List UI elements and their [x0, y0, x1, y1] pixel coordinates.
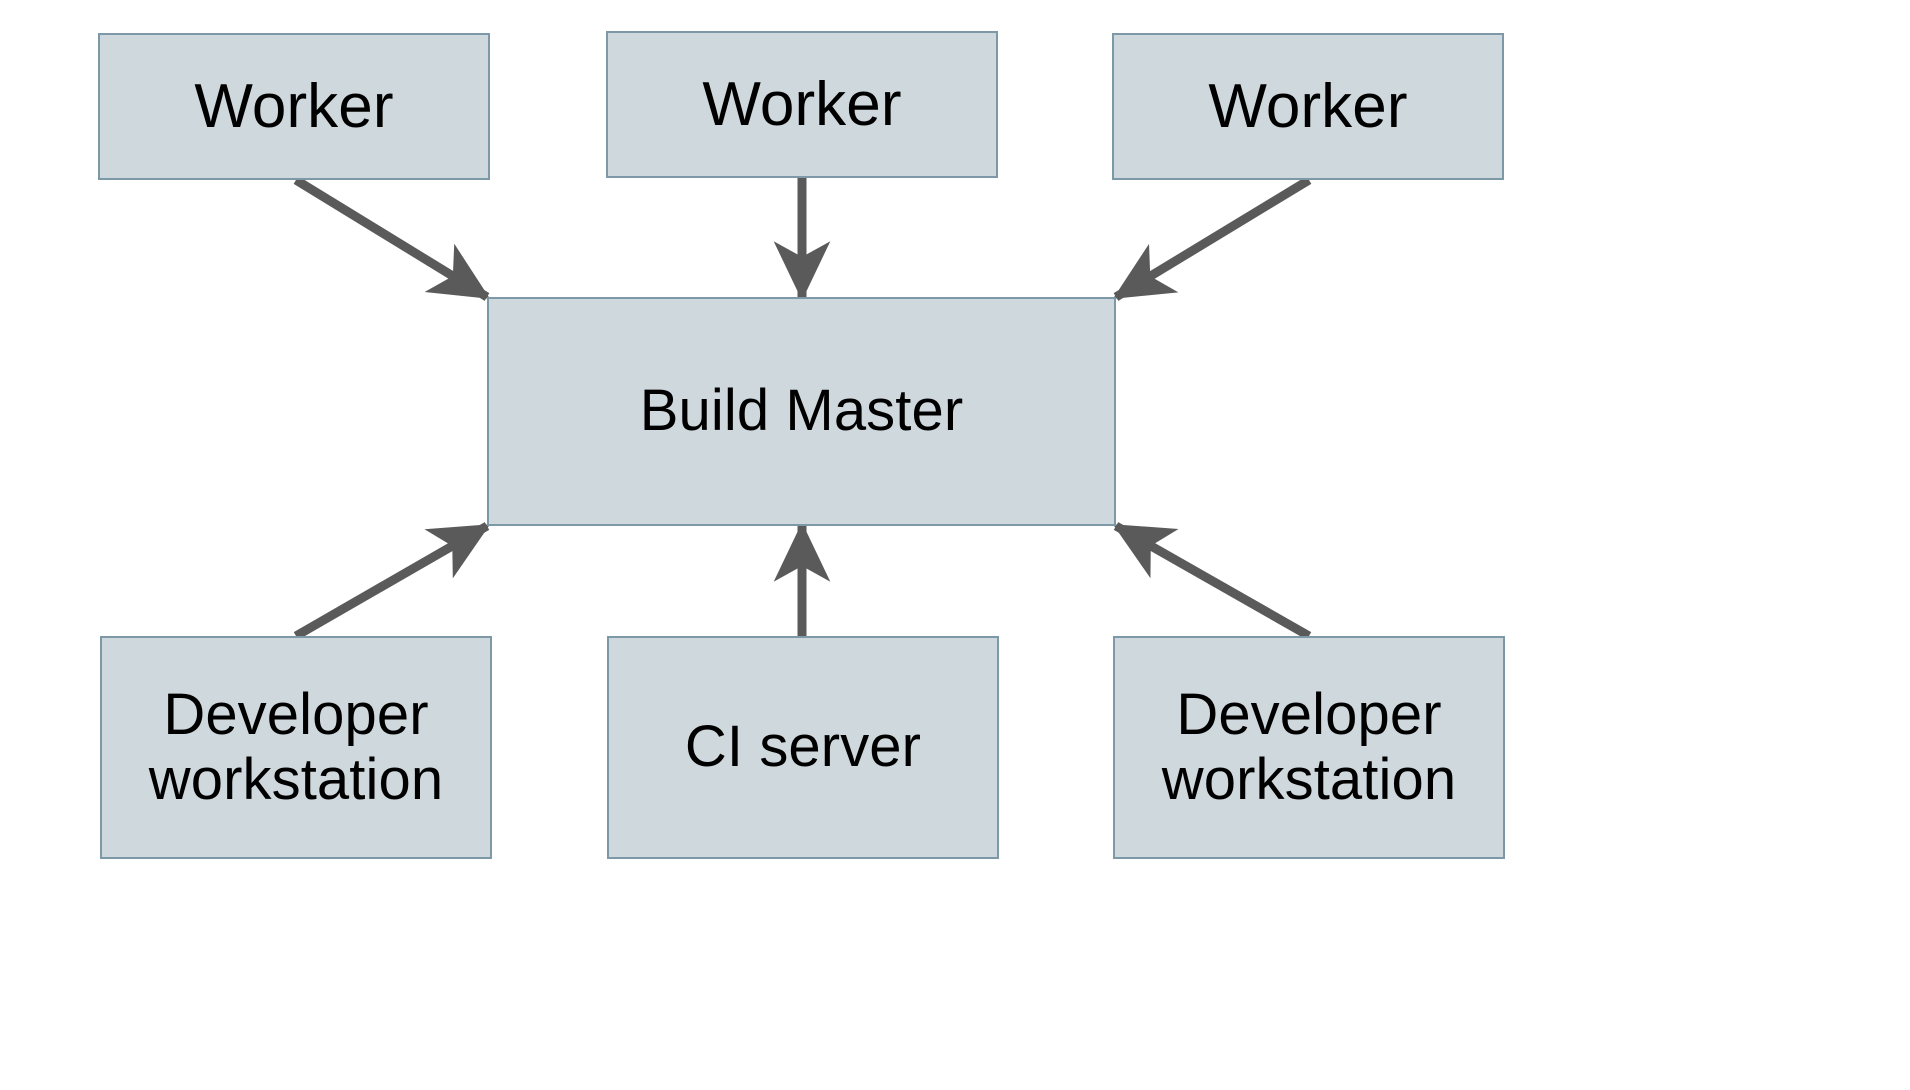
edge-developer-workstation-left-to-build-master [293, 522, 491, 640]
node-ci-server[interactable]: CI server [607, 636, 999, 859]
edge-worker-1-to-build-master [293, 176, 491, 301]
edge-developer-workstation-right-to-build-master [1112, 522, 1312, 640]
node-label-worker-2: Worker [702, 69, 902, 139]
node-developer-workstation-right[interactable]: Developer workstation [1113, 636, 1505, 859]
node-build-master[interactable]: Build Master [487, 297, 1116, 526]
node-worker-3[interactable]: Worker [1112, 33, 1504, 180]
node-worker-2[interactable]: Worker [606, 31, 998, 178]
node-label-developer-workstation-right: Developer workstation [1161, 681, 1457, 812]
node-label-worker-1: Worker [194, 71, 394, 141]
node-worker-1[interactable]: Worker [98, 33, 490, 180]
edge-worker-3-to-build-master [1112, 176, 1312, 301]
node-label-build-master: Build Master [639, 378, 964, 444]
node-developer-workstation-left[interactable]: Developer workstation [100, 636, 492, 859]
node-label-worker-3: Worker [1208, 71, 1408, 141]
node-label-ci-server: CI server [684, 714, 922, 780]
node-label-developer-workstation-left: Developer workstation [148, 681, 444, 812]
